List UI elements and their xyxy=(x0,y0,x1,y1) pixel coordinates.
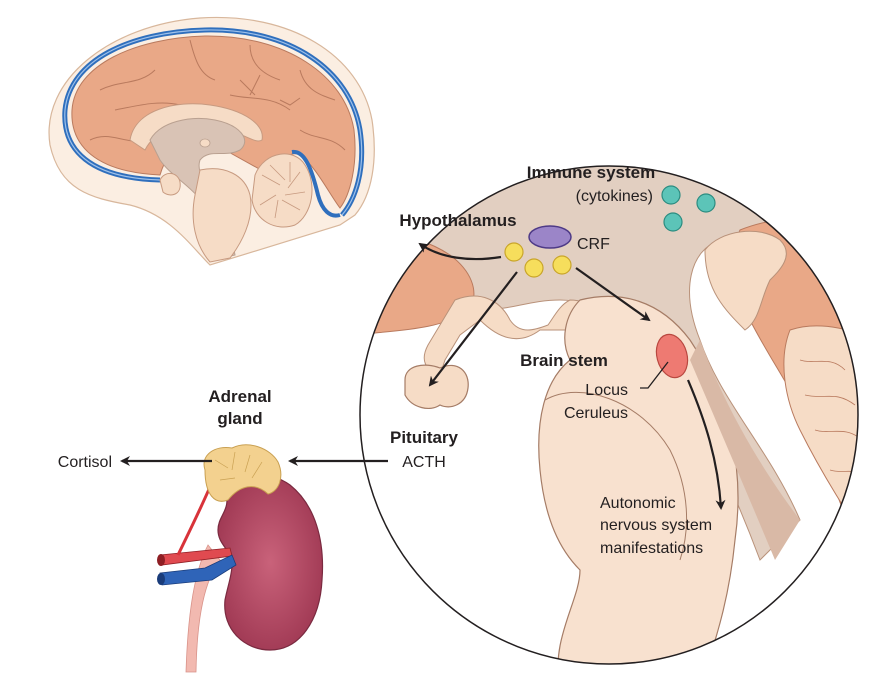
pituitary-gland xyxy=(404,364,469,409)
label-locus: Locus xyxy=(585,382,628,399)
kidney-adrenal-illustration xyxy=(157,444,324,673)
label-hypothalamus: Hypothalamus xyxy=(399,211,516,230)
cytokine-cell xyxy=(661,185,681,205)
label-autonomic-3: manifestations xyxy=(600,540,703,557)
hypothalamic-cells xyxy=(504,242,572,278)
label-crf: CRF xyxy=(577,236,610,253)
label-ceruleus: Ceruleus xyxy=(564,405,628,422)
arrow-hypothalamus-to-cortex xyxy=(418,242,502,261)
arrow-hypothalamus-to-pituitary xyxy=(428,271,518,387)
magnifier-outline xyxy=(359,165,859,665)
gyri-lines xyxy=(89,39,346,151)
cytokines-group xyxy=(661,185,716,232)
label-autonomic-2: nervous system xyxy=(600,517,712,534)
label-cytokines: (cytokines) xyxy=(576,188,653,205)
cerebellum xyxy=(251,153,313,228)
arrow-hypothalamus-to-brainstem xyxy=(575,267,651,322)
label-gland: gland xyxy=(217,409,262,428)
label-adrenal: Adrenal xyxy=(208,387,271,406)
magnified-brain-view xyxy=(359,165,859,665)
sagittal-brain-illustration xyxy=(48,16,375,266)
arrow-locus-to-autonomic xyxy=(686,379,726,510)
renal-vein xyxy=(159,554,237,586)
label-pituitary: Pituitary xyxy=(390,428,459,447)
label-brain-stem: Brain stem xyxy=(520,351,608,370)
label-immune-system: Immune system xyxy=(527,163,656,182)
adrenal-gland xyxy=(203,444,282,502)
cytokine-cell xyxy=(696,193,716,213)
cytokine-cell xyxy=(663,212,683,232)
brainstem-sagittal xyxy=(192,168,252,263)
label-acth: ACTH xyxy=(402,454,446,471)
locus-leader-line xyxy=(640,361,669,389)
hypothalamic-cell xyxy=(552,255,572,275)
hypothalamic-cell xyxy=(504,242,524,262)
crf-neuron xyxy=(528,225,572,249)
label-cortisol: Cortisol xyxy=(58,454,112,471)
kidney xyxy=(217,473,324,651)
label-autonomic-1: Autonomic xyxy=(600,495,676,512)
hypothalamic-cell xyxy=(524,258,544,278)
